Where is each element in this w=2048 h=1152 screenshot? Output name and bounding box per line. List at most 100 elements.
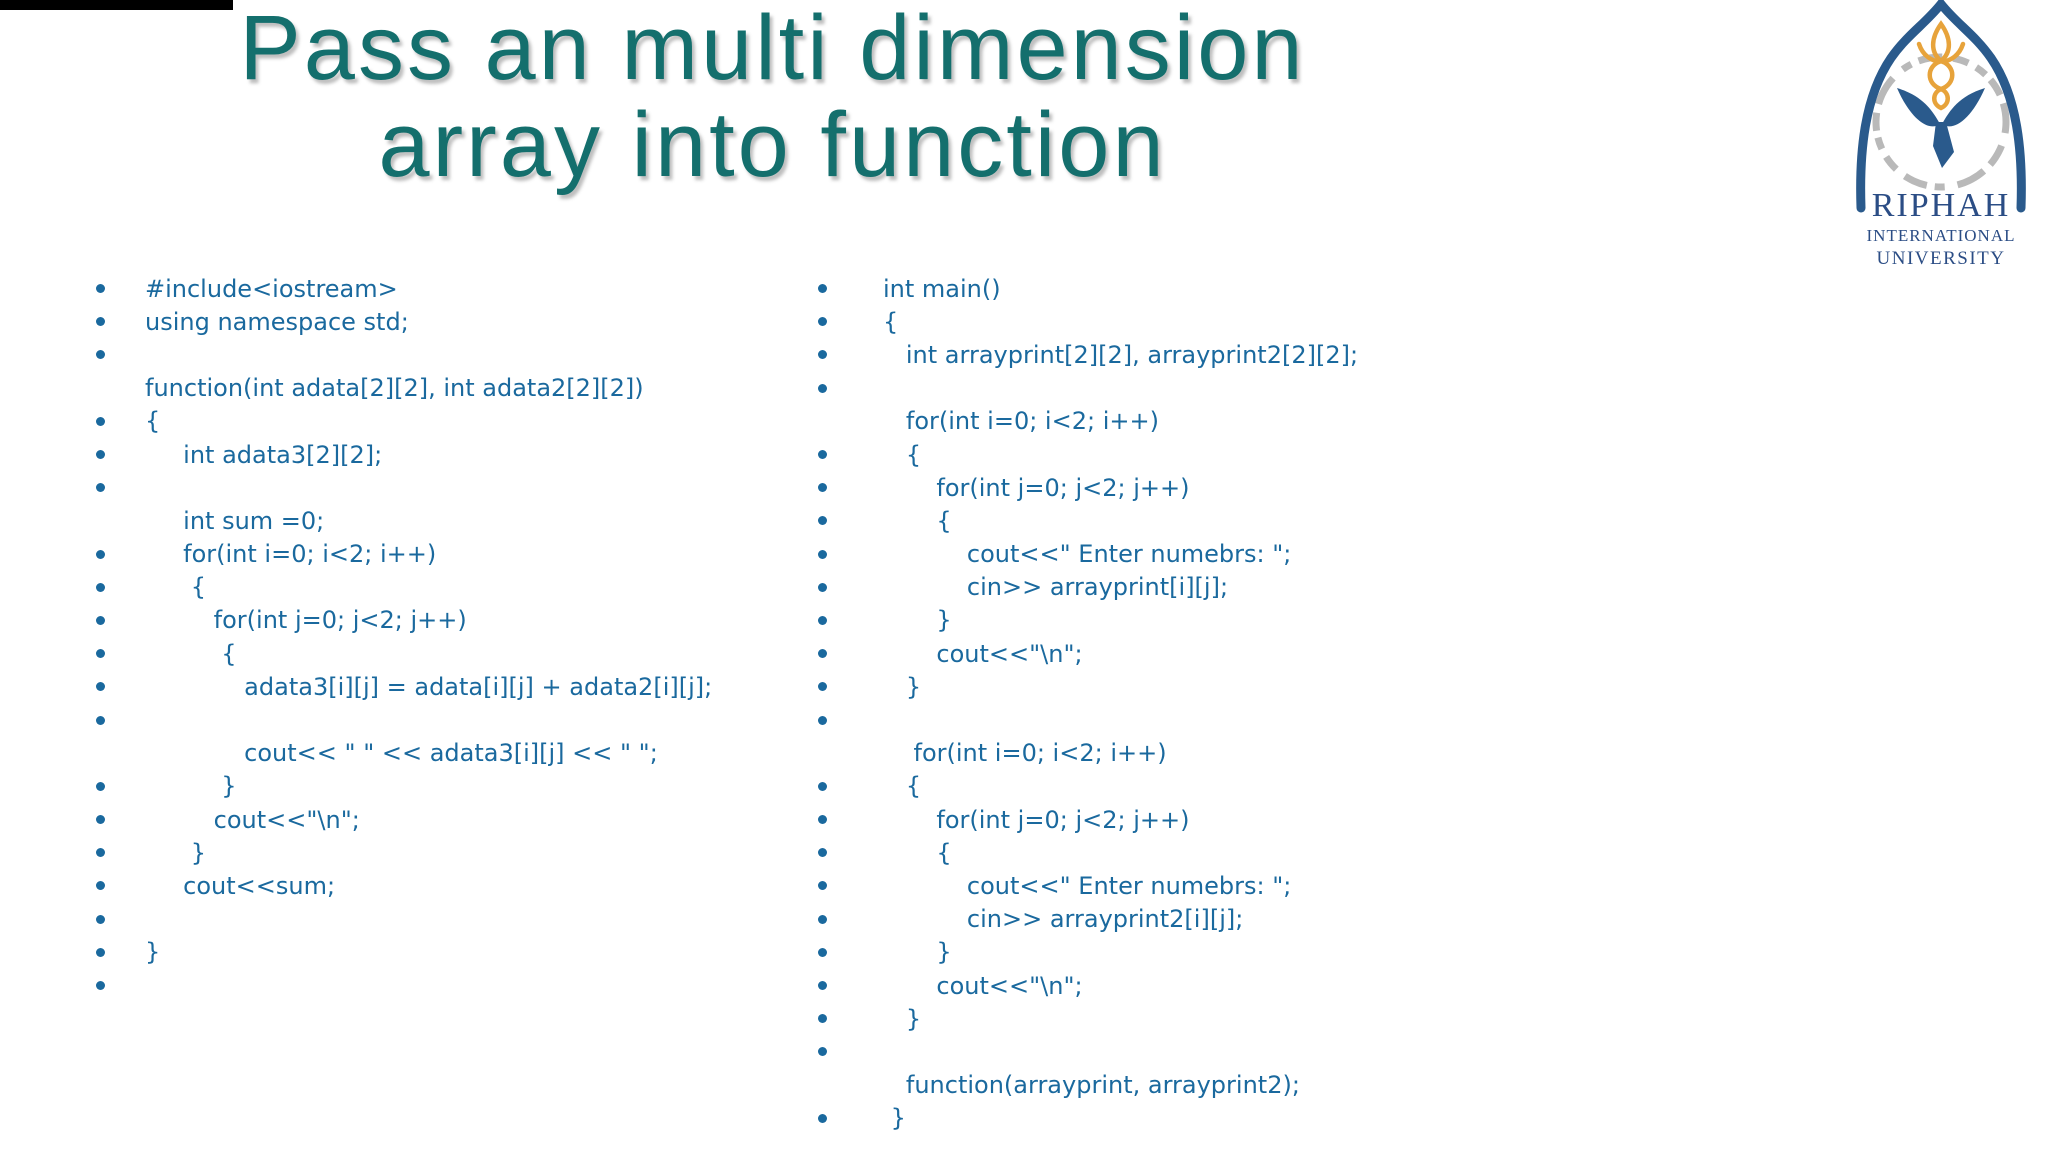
bullet-icon bbox=[818, 549, 883, 559]
code-line: function(arrayprint, arrayprint2); bbox=[818, 1069, 1358, 1102]
code-text: int sum =0; bbox=[145, 506, 325, 535]
code-text: adata3[i][j] = adata[i][j] + adata2[i][j… bbox=[145, 672, 713, 701]
code-line: } bbox=[818, 936, 1358, 969]
code-text: #include<iostream> bbox=[145, 274, 398, 303]
code-line: { bbox=[818, 438, 1358, 471]
code-line: } bbox=[818, 1002, 1358, 1035]
bullet-icon bbox=[96, 848, 145, 858]
code-text: for(int i=0; i<2; i++) bbox=[145, 540, 437, 569]
code-text: { bbox=[883, 838, 952, 867]
bullet-icon bbox=[818, 516, 883, 526]
code-line bbox=[96, 338, 712, 371]
code-line bbox=[818, 703, 1358, 736]
code-line: } bbox=[818, 670, 1358, 703]
code-text: } bbox=[145, 772, 237, 801]
right-code-column: int main(){ int arrayprint[2][2], arrayp… bbox=[818, 272, 1358, 1135]
code-line: for(int j=0; j<2; j++) bbox=[96, 604, 712, 637]
code-line: { bbox=[818, 305, 1358, 338]
bullet-icon bbox=[96, 350, 145, 360]
code-line: adata3[i][j] = adata[i][j] + adata2[i][j… bbox=[96, 670, 712, 703]
code-text: cin>> arrayprint2[i][j]; bbox=[883, 905, 1244, 934]
bullet-icon bbox=[96, 947, 145, 957]
bullet-icon bbox=[818, 582, 883, 592]
bullet-icon bbox=[96, 317, 145, 327]
bullet-icon bbox=[818, 450, 883, 460]
code-line: int arrayprint[2][2], arrayprint2[2][2]; bbox=[818, 338, 1358, 371]
university-logo: RIPHAH INTERNATIONAL UNIVERSITY bbox=[1833, 0, 2048, 285]
riphah-logo-icon: RIPHAH INTERNATIONAL UNIVERSITY bbox=[1856, 0, 2026, 269]
code-line bbox=[96, 471, 712, 504]
code-text: for(int j=0; j<2; j++) bbox=[145, 606, 467, 635]
code-text: using namespace std; bbox=[145, 307, 409, 336]
code-text: int arrayprint[2][2], arrayprint2[2][2]; bbox=[883, 340, 1359, 369]
bullet-icon bbox=[96, 450, 145, 460]
bullet-icon bbox=[818, 682, 883, 692]
code-text: cout<< " " << adata3[i][j] << " "; bbox=[145, 739, 658, 768]
slide-title-line1: Pass an multi dimension bbox=[239, 0, 1306, 99]
code-text: } bbox=[145, 938, 161, 967]
code-line: for(int j=0; j<2; j++) bbox=[818, 471, 1358, 504]
code-line bbox=[96, 969, 712, 1002]
code-text: { bbox=[145, 639, 237, 668]
bullet-icon bbox=[818, 981, 883, 991]
logo-text-riphah: RIPHAH bbox=[1872, 187, 2011, 224]
top-left-black-bar bbox=[0, 0, 233, 10]
code-line bbox=[96, 703, 712, 736]
logo-bird-icon bbox=[1897, 88, 1985, 168]
logo-gold-ornament-icon bbox=[1916, 20, 1966, 111]
code-line: for(int j=0; j<2; j++) bbox=[818, 803, 1358, 836]
logo-arch-icon bbox=[1856, 0, 2026, 213]
bullet-icon bbox=[818, 284, 883, 294]
code-text: cout<<" Enter numebrs: "; bbox=[883, 540, 1292, 569]
code-text: } bbox=[883, 938, 952, 967]
bullet-icon bbox=[96, 682, 145, 692]
code-text: { bbox=[883, 440, 922, 469]
slide-title-line2: array into function bbox=[378, 94, 1167, 196]
code-text: { bbox=[145, 407, 161, 436]
code-line bbox=[818, 372, 1358, 405]
code-text: { bbox=[883, 506, 952, 535]
code-line: cout<<"\n"; bbox=[96, 803, 712, 836]
bullet-icon bbox=[96, 815, 145, 825]
code-line: using namespace std; bbox=[96, 305, 712, 338]
code-line: { bbox=[96, 405, 712, 438]
code-text: int adata3[2][2]; bbox=[145, 440, 383, 469]
code-line: cout<<" Enter numebrs: "; bbox=[818, 869, 1358, 902]
code-text: } bbox=[883, 672, 922, 701]
bullet-icon bbox=[818, 815, 883, 825]
bullet-icon bbox=[818, 914, 883, 924]
code-line: int main() bbox=[818, 272, 1358, 305]
bullet-icon bbox=[818, 1047, 883, 1057]
bullet-icon bbox=[818, 317, 883, 327]
code-line: cout<<"\n"; bbox=[818, 969, 1358, 1002]
bullet-icon bbox=[818, 383, 883, 393]
logo-text-international: INTERNATIONAL bbox=[1867, 226, 2016, 245]
code-line: { bbox=[818, 836, 1358, 869]
code-line: int adata3[2][2]; bbox=[96, 438, 712, 471]
code-line: cin>> arrayprint[i][j]; bbox=[818, 571, 1358, 604]
bullet-icon bbox=[96, 914, 145, 924]
code-text: } bbox=[883, 1104, 906, 1133]
code-text: for(int j=0; j<2; j++) bbox=[883, 805, 1190, 834]
code-text: cout<<" Enter numebrs: "; bbox=[883, 871, 1292, 900]
logo-calligraphy-ring bbox=[1872, 53, 2010, 191]
code-text: { bbox=[883, 307, 899, 336]
code-text: { bbox=[145, 573, 207, 602]
bullet-icon bbox=[96, 715, 145, 725]
code-line: { bbox=[818, 770, 1358, 803]
code-text: for(int i=0; i<2; i++) bbox=[883, 739, 1167, 768]
code-line: for(int i=0; i<2; i++) bbox=[96, 538, 712, 571]
bullet-icon bbox=[96, 416, 145, 426]
code-line: cin>> arrayprint2[i][j]; bbox=[818, 903, 1358, 936]
bullet-icon bbox=[818, 350, 883, 360]
bullet-icon bbox=[818, 881, 883, 891]
bullet-icon bbox=[818, 483, 883, 493]
bullet-icon bbox=[818, 1113, 883, 1123]
bullet-icon bbox=[96, 781, 145, 791]
logo-text-university: UNIVERSITY bbox=[1877, 248, 2006, 269]
code-text: cout<<"\n"; bbox=[145, 805, 360, 834]
slide-title: Pass an multi dimension array into funct… bbox=[0, 0, 1545, 194]
bullet-icon bbox=[96, 881, 145, 891]
bullet-icon bbox=[818, 1014, 883, 1024]
bullet-icon bbox=[96, 649, 145, 659]
